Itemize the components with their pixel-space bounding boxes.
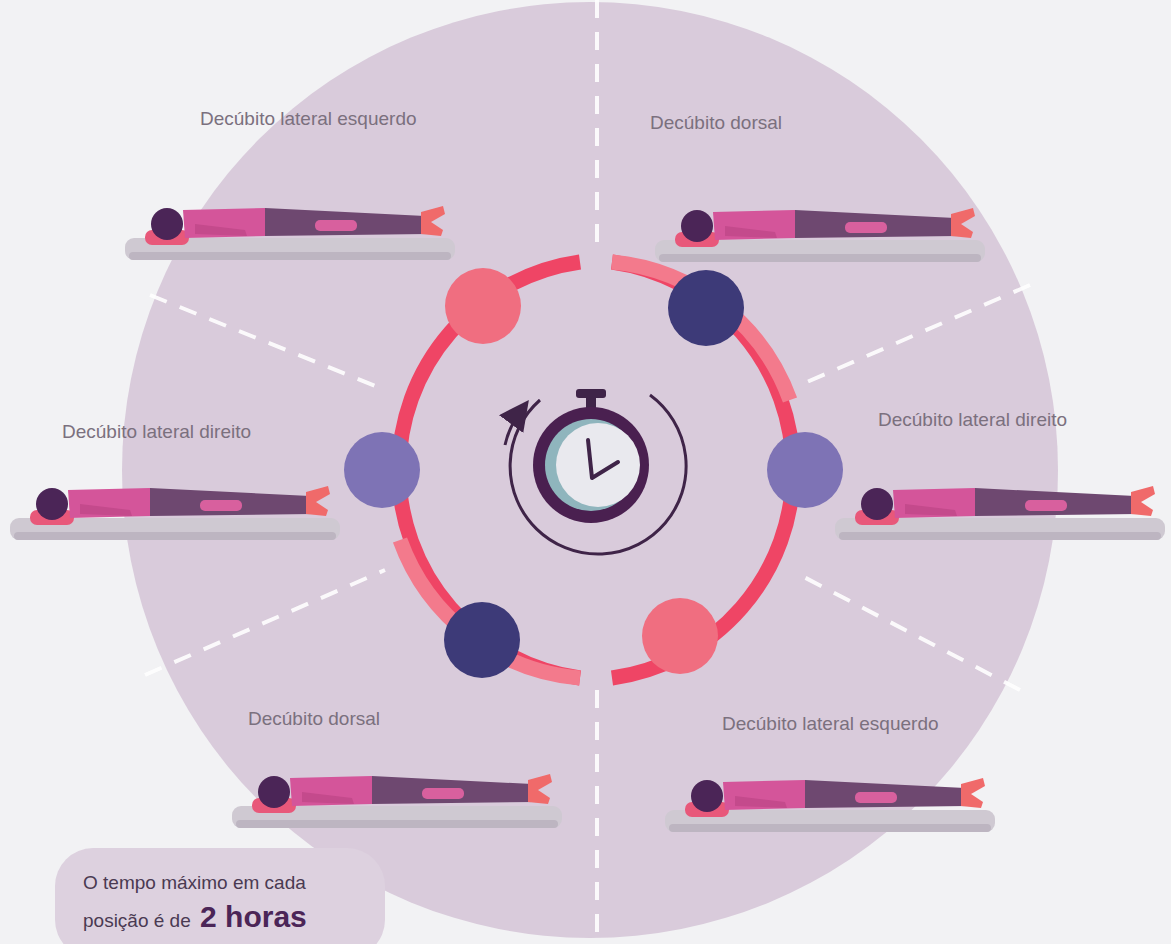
position-label: Decúbito lateral esquerdo [200, 108, 417, 130]
rotation-ring [399, 262, 793, 678]
position-label: Decúbito lateral direito [878, 409, 1067, 431]
note-highlight: 2 horas [200, 900, 307, 933]
divider-lines [145, 0, 1030, 944]
position-label: Decúbito dorsal [650, 112, 782, 134]
background-disc [122, 2, 1058, 938]
position-label: Decúbito dorsal [248, 708, 380, 730]
stopwatch-icon [505, 389, 686, 554]
patient-figures [10, 206, 1165, 832]
position-markers [344, 268, 843, 678]
note-box: O tempo máximo em cada posição é de 2 ho… [55, 848, 385, 944]
position-label: Decúbito lateral direito [62, 421, 251, 443]
position-label: Decúbito lateral esquerdo [722, 713, 939, 735]
